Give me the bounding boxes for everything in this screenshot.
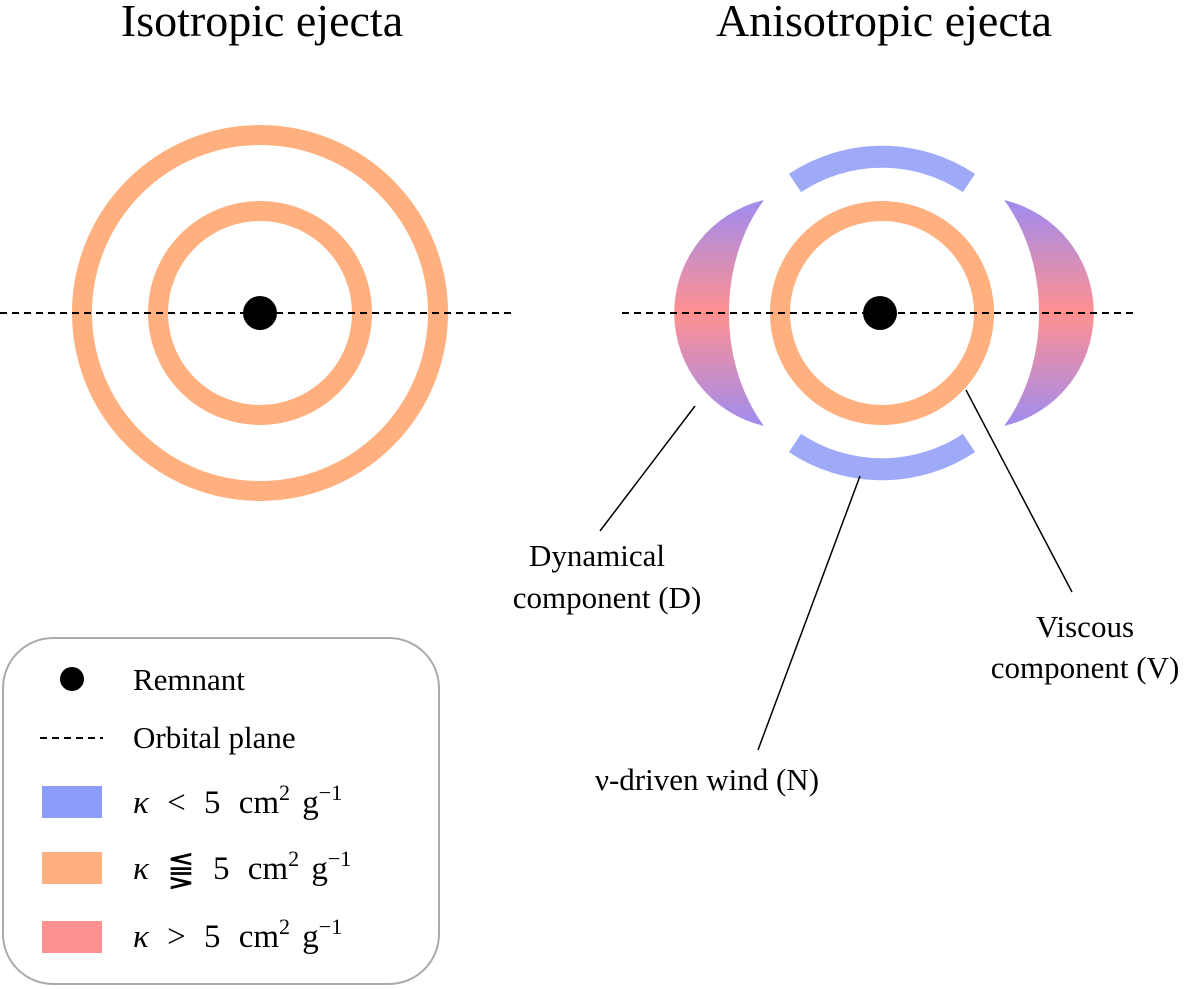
anisotropic-diagram: Dynamical component (D) Viscous componen… — [513, 145, 1180, 797]
legend-mid-opacity-swatch — [42, 852, 102, 884]
legend: Remnant Orbital plane κ < 5 cm2 g−1 κ ⪋ … — [2, 637, 440, 985]
wind-label: ν-driven wind (N) — [595, 762, 819, 797]
viscous-leader-line — [965, 389, 1073, 593]
legend-low-opacity-label: κ < 5 cm2 g−1 — [133, 772, 342, 821]
legend-mid-opacity-label: κ ⪋ 5 cm2 g−1 — [133, 838, 351, 890]
legend-box — [2, 637, 440, 985]
remnant-dot — [243, 296, 277, 330]
legend-remnant-label: Remnant — [133, 662, 245, 697]
viscous-label-line2: component (V) — [991, 650, 1180, 685]
viscous-label-line1: Viscous — [1036, 609, 1134, 644]
legend-remnant-marker — [60, 667, 84, 691]
legend-low-opacity-swatch — [42, 786, 102, 818]
dynamical-label-line2: component (D) — [513, 580, 702, 615]
wind-leader-line — [757, 475, 861, 751]
legend-high-opacity-swatch — [42, 921, 102, 953]
wind-arc-bottom — [788, 433, 976, 481]
remnant-dot — [863, 296, 897, 330]
dynamical-leader-line — [599, 405, 696, 532]
wind-arc-top — [788, 145, 976, 193]
legend-high-opacity-label: κ > 5 cm2 g−1 — [133, 906, 342, 955]
isotropic-title: Isotropic ejecta — [121, 0, 403, 46]
dynamical-label-line1: Dynamical — [529, 538, 665, 573]
legend-orbital-plane-label: Orbital plane — [133, 720, 296, 755]
anisotropic-title: Anisotropic ejecta — [716, 0, 1052, 46]
isotropic-diagram — [0, 125, 512, 501]
